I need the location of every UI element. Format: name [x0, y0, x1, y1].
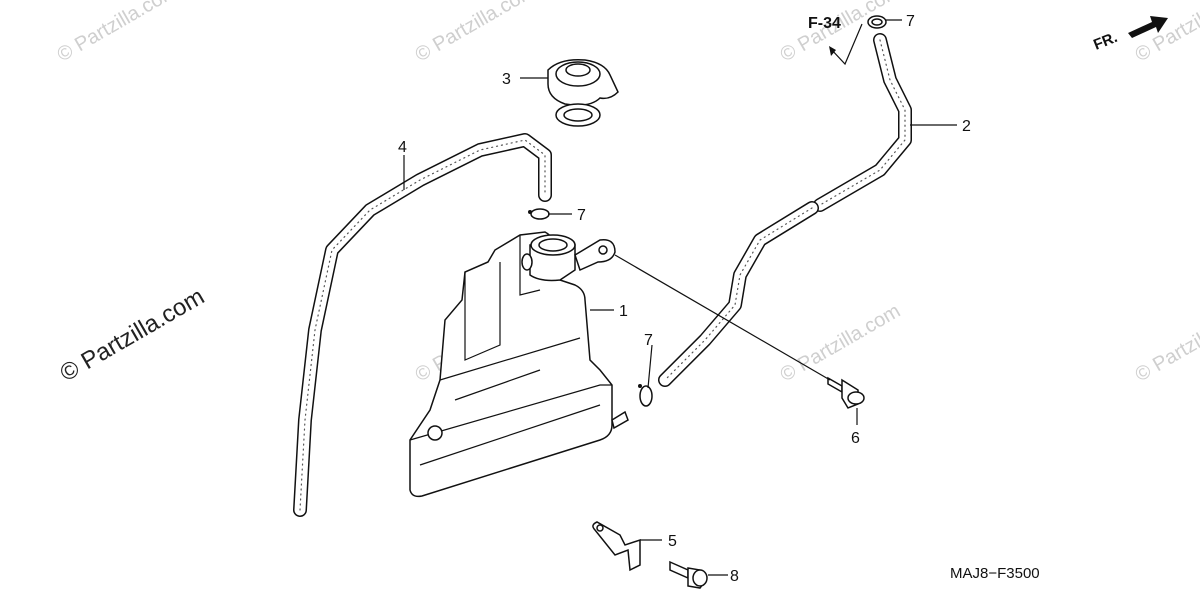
- callout-numbers: 3 4 1 2 7 7 7 6 5 8: [398, 13, 971, 585]
- reference-arrow: [829, 23, 863, 66]
- reference-label: F-34: [808, 15, 841, 32]
- callout-2: 2: [962, 118, 971, 135]
- hose-clip-mid: [528, 208, 550, 220]
- watermark-layer: © Partzilla.com © Partzilla.com © Partzi…: [54, 0, 1200, 387]
- reservoir-cap: [547, 58, 619, 127]
- reference-arrowhead-icon: [829, 46, 836, 56]
- hose-bracket: [592, 521, 641, 572]
- callout-8: 8: [730, 568, 739, 585]
- watermark-main: © Partzilla.com: [56, 283, 210, 387]
- coolant-reservoir-tank: [409, 231, 629, 498]
- callout-3: 3: [502, 71, 511, 88]
- hose-clip-top: [867, 15, 887, 29]
- bolt-bottom: [669, 560, 708, 589]
- hose-left: [293, 133, 552, 517]
- leader-lines: [403, 19, 957, 576]
- callout-6: 6: [851, 430, 860, 447]
- reference-f34: F-34: [808, 15, 863, 66]
- watermark-text: © Partzilla.com: [54, 0, 182, 66]
- front-label: FR.: [1091, 29, 1120, 54]
- callout-7-mid: 7: [577, 207, 586, 224]
- callout-7-lower: 7: [644, 332, 653, 349]
- watermark-text: © Partzilla.com: [1132, 300, 1200, 386]
- hose-clip-lower: [638, 384, 653, 407]
- bolt-right: [827, 376, 865, 409]
- diagram-code: MAJ8−F3500: [950, 565, 1040, 582]
- callout-5: 5: [668, 533, 677, 550]
- callout-4: 4: [398, 139, 407, 156]
- front-arrow-icon: [1128, 16, 1168, 38]
- callout-1: 1: [619, 303, 628, 320]
- hose-right: [658, 33, 912, 387]
- callout-7-top: 7: [906, 13, 915, 30]
- watermark-text: © Partzilla.com: [412, 0, 540, 66]
- watermark-text: © Partzilla.com: [777, 300, 905, 386]
